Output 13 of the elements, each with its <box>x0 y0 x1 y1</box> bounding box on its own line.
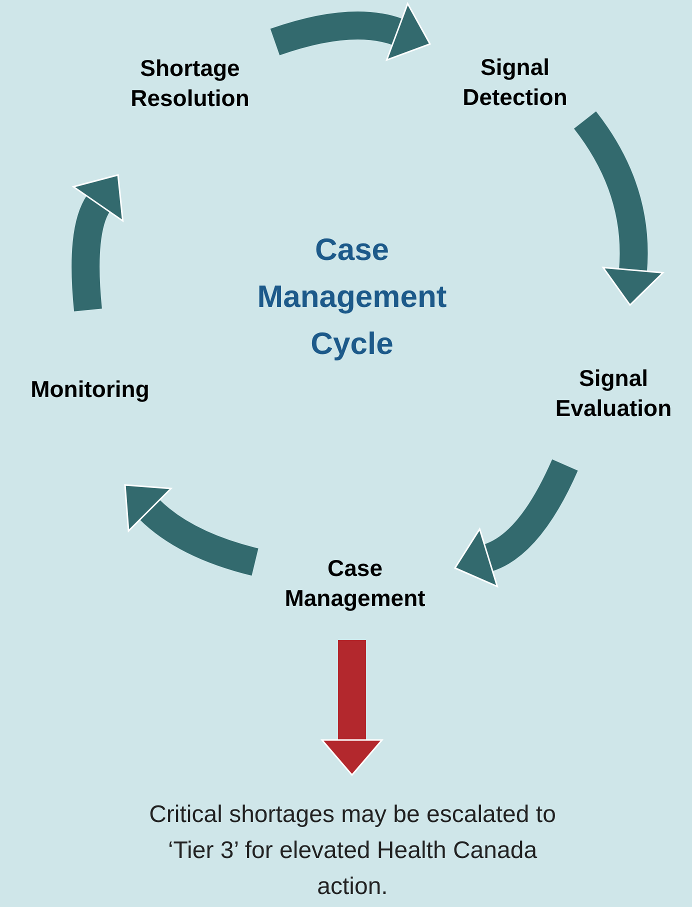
block-arrow <box>321 640 383 776</box>
center-title: Case Management Cycle <box>256 231 448 363</box>
step-label: Case Management <box>284 554 426 613</box>
block-arrow <box>454 459 578 587</box>
block-arrow <box>124 485 258 576</box>
block-arrow <box>270 2 432 62</box>
block-arrow <box>72 173 125 312</box>
step-label: Signal Evaluation <box>554 364 673 423</box>
step-label: Monitoring <box>30 375 150 404</box>
block-arrow <box>574 112 664 306</box>
step-label: Signal Detection <box>462 53 568 112</box>
step-label: Shortage Resolution <box>130 54 250 113</box>
note-text: Critical shortages may be escalated to ‘Tier 3’ for elevated Health Canada action. <box>148 800 557 902</box>
